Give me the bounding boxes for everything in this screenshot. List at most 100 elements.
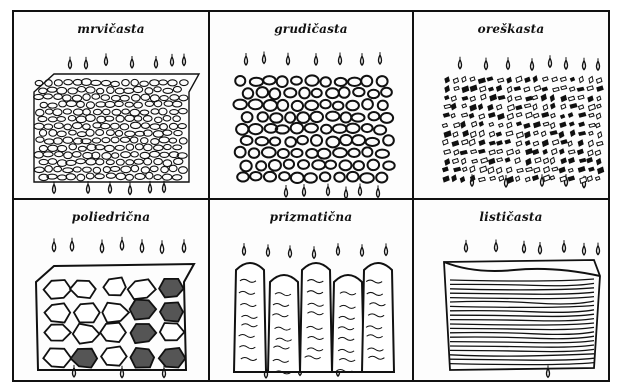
crumb-aggregate (133, 86, 142, 92)
nutty-aggregate (541, 94, 546, 101)
nutty-aggregate (525, 132, 530, 138)
crumb-aggregate (106, 160, 114, 165)
water-drop-icon (315, 56, 318, 65)
crumb-aggregate (131, 165, 139, 172)
crumb-aggregate (173, 145, 182, 150)
water-drop-icon (129, 186, 132, 195)
nutty-aggregate (596, 123, 600, 128)
nutty-aggregate (597, 96, 601, 101)
nutty-aggregate (508, 96, 512, 102)
crumb-aggregate (96, 102, 106, 107)
water-drop-icon (565, 60, 568, 69)
nutty-aggregate (589, 123, 595, 127)
nutty-aggregate (579, 122, 585, 126)
water-drop-icon (597, 61, 600, 70)
prismatic-column (332, 275, 364, 372)
nutty-aggregate (489, 131, 494, 136)
granular-aggregate (285, 137, 296, 147)
granular-aggregate (320, 172, 330, 181)
granular-aggregate (284, 88, 296, 97)
nutty-aggregate (578, 95, 584, 99)
water-drop-icon (287, 56, 290, 65)
granular-aggregate (277, 76, 288, 87)
crumb-aggregate (43, 152, 53, 157)
granular-aggregate (258, 112, 268, 121)
nutty-aggregate (515, 158, 520, 164)
granular-aggregate (305, 75, 318, 85)
crumb-aggregate (140, 152, 150, 158)
nutty-aggregate (481, 94, 486, 100)
crumb-aggregate (63, 95, 72, 101)
crumb-aggregate (159, 108, 167, 115)
nutty-aggregate (507, 176, 513, 183)
prismatic-structure-illustration (210, 200, 412, 382)
crumb-aggregate (144, 144, 152, 151)
nutty-aggregate (452, 175, 457, 181)
granular-aggregate (368, 90, 379, 98)
nutty-aggregate (524, 87, 530, 92)
crumb-aggregate (103, 167, 110, 173)
nutty-aggregate (454, 123, 460, 128)
granular-aggregate (257, 87, 269, 97)
platy-layer (450, 332, 594, 335)
nutty-aggregate (462, 96, 468, 100)
granular-aggregate (235, 76, 245, 86)
crumb-aggregate (178, 167, 187, 174)
nutty-aggregate (568, 168, 573, 172)
granular-aggregate (291, 77, 302, 85)
nutty-aggregate (469, 113, 473, 118)
crumb-aggregate (107, 87, 114, 94)
crumb-aggregate (130, 137, 137, 143)
nutty-aggregate (489, 158, 495, 164)
polyhedral-structure-illustration (14, 200, 208, 382)
crumb-aggregate (86, 173, 94, 179)
polyhedral-aggregate (70, 281, 96, 299)
water-drop-icon (87, 184, 90, 193)
crumb-aggregate (105, 145, 115, 151)
nutty-aggregate (445, 77, 449, 83)
nutty-aggregate (589, 167, 594, 171)
crumb-aggregate (64, 80, 73, 85)
granular-aggregate (250, 78, 263, 86)
nutty-aggregate (463, 130, 469, 136)
granular-aggregate (383, 161, 394, 169)
polyhedral-aggregate (159, 279, 184, 298)
nutty-aggregate (534, 122, 541, 128)
nutty-aggregate (544, 167, 550, 173)
granular-aggregate (305, 101, 318, 110)
crumb-aggregate (57, 117, 66, 122)
crumb-aggregate (154, 158, 163, 164)
nutty-aggregate (516, 141, 522, 146)
platy-layer (450, 354, 594, 356)
granular-aggregate (325, 160, 336, 168)
crumb-aggregate (143, 116, 152, 122)
crumb-aggregate (54, 94, 63, 100)
nutty-aggregate (508, 105, 515, 111)
nutty-aggregate (479, 149, 485, 153)
crumb-aggregate (131, 79, 138, 86)
nutty-aggregate (526, 112, 532, 118)
prismatic-column (268, 275, 300, 372)
crumb-aggregate (162, 174, 171, 180)
crumb-aggregate (69, 144, 76, 150)
nutty-aggregate (589, 76, 593, 83)
crumb-aggregate (45, 166, 53, 173)
crumb-aggregate (121, 166, 131, 173)
nutty-aggregate (532, 95, 537, 99)
granular-aggregate (334, 173, 345, 182)
crumb-aggregate (134, 116, 142, 121)
granular-aggregate (270, 113, 282, 122)
crumb-aggregate (141, 123, 149, 129)
crumb-aggregate (125, 102, 133, 107)
crumb-aggregate (172, 175, 181, 180)
granular-aggregate (374, 125, 386, 134)
granular-structure-illustration (210, 12, 412, 198)
nutty-aggregate (516, 113, 522, 117)
crumb-aggregate (121, 152, 131, 158)
granular-aggregate (381, 113, 394, 123)
panel-crumb-structure: mrvičasta (14, 12, 208, 198)
crumb-aggregate (83, 124, 91, 130)
nutty-aggregate (460, 177, 464, 183)
nutty-aggregate (533, 104, 537, 110)
nutty-aggregate (559, 167, 565, 173)
